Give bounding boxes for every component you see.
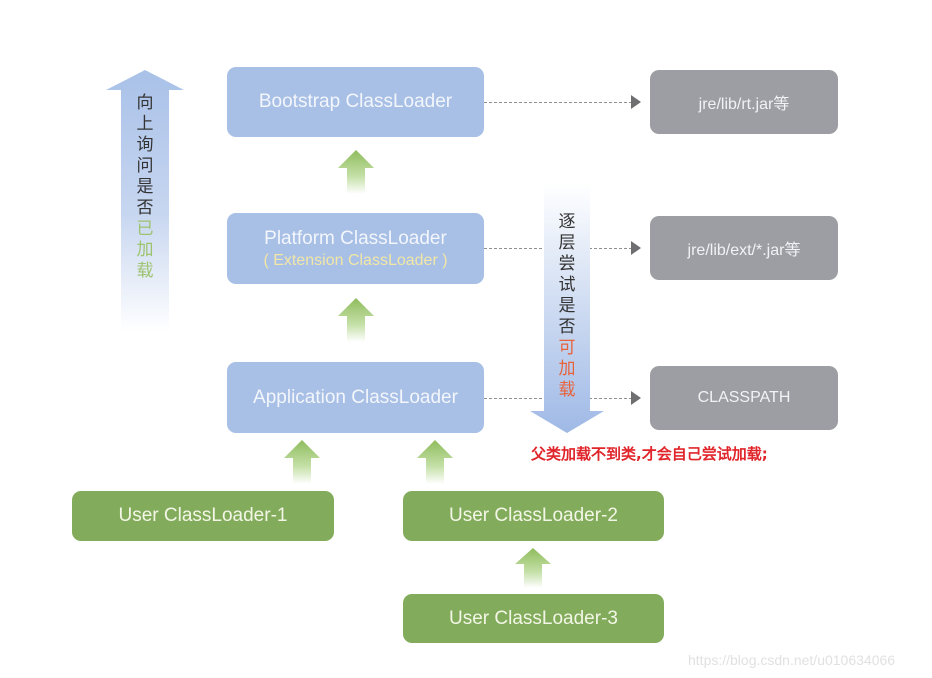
label-char: 载 [558, 380, 576, 400]
down-try-load-label: 逐层尝试是否可加载 [556, 212, 578, 401]
bootstrap-path-label: jre/lib/rt.jar等 [698, 96, 790, 113]
label-char: 层 [558, 233, 576, 253]
application-classloader-label: Application ClassLoader [253, 386, 458, 408]
platform-path-label: jre/lib/ext/*.jar等 [687, 242, 801, 259]
label-char: 向 [136, 93, 154, 113]
label-char: 是 [136, 177, 154, 197]
classpath-label: CLASSPATH [697, 389, 791, 406]
user-classloader-1-box: User ClassLoader-1 [72, 491, 334, 541]
label-char: 已 [136, 219, 154, 239]
user-classloader-2-box: User ClassLoader-2 [403, 491, 664, 541]
delegate-arrow-platform-to-bootstrap [338, 150, 374, 194]
label-char: 否 [136, 198, 154, 218]
up-query-label: 向上询问是否已加载 [134, 93, 156, 282]
classpath-box: CLASSPATH [650, 366, 838, 430]
platform-path-box: jre/lib/ext/*.jar等 [650, 216, 838, 280]
bootstrap-connector [484, 102, 632, 103]
user-classloader-2-label: User ClassLoader-2 [449, 505, 618, 526]
bootstrap-connector-arrowhead [631, 95, 641, 109]
user-classloader-3-label: User ClassLoader-3 [449, 607, 618, 629]
label-char: 询 [136, 135, 154, 155]
label-char: 尝 [558, 254, 576, 274]
label-char: 上 [136, 114, 154, 134]
delegate-arrow-application-to-platform [338, 298, 374, 342]
label-char: 是 [558, 296, 576, 316]
label-char: 试 [558, 275, 576, 295]
delegate-arrow-user1-to-application [284, 440, 320, 484]
bootstrap-classloader-label: Bootstrap ClassLoader [258, 91, 453, 112]
label-char: 否 [558, 317, 576, 337]
label-char: 问 [136, 156, 154, 176]
fallback-note: 父类加载不到类,才会自己尝试加载; [531, 445, 768, 463]
label-char: 加 [558, 359, 576, 379]
delegate-arrow-user3-to-user2 [515, 548, 551, 588]
delegate-arrow-user2-to-application [417, 440, 453, 484]
application-connector-arrowhead [631, 391, 641, 405]
application-classloader-box: Application ClassLoader [227, 362, 484, 433]
platform-classloader-label: Platform ClassLoader [264, 227, 447, 249]
watermark: https://blog.csdn.net/u010634066 [688, 652, 896, 668]
down-try-load-arrow [530, 183, 604, 433]
label-char: 加 [136, 240, 154, 260]
label-char: 载 [136, 261, 154, 281]
extension-classloader-label: ( Extension ClassLoader ) [263, 251, 448, 269]
platform-connector-arrowhead [631, 241, 641, 255]
user-classloader-1-label: User ClassLoader-1 [118, 505, 288, 526]
up-query-arrow [106, 70, 184, 332]
bootstrap-path-box: jre/lib/rt.jar等 [650, 70, 838, 134]
bootstrap-classloader-box: Bootstrap ClassLoader [227, 67, 484, 137]
label-char: 可 [558, 338, 576, 358]
label-char: 逐 [558, 212, 576, 232]
platform-classloader-box: Platform ClassLoader ( Extension ClassLo… [227, 213, 484, 284]
user-classloader-3-box: User ClassLoader-3 [403, 594, 664, 643]
